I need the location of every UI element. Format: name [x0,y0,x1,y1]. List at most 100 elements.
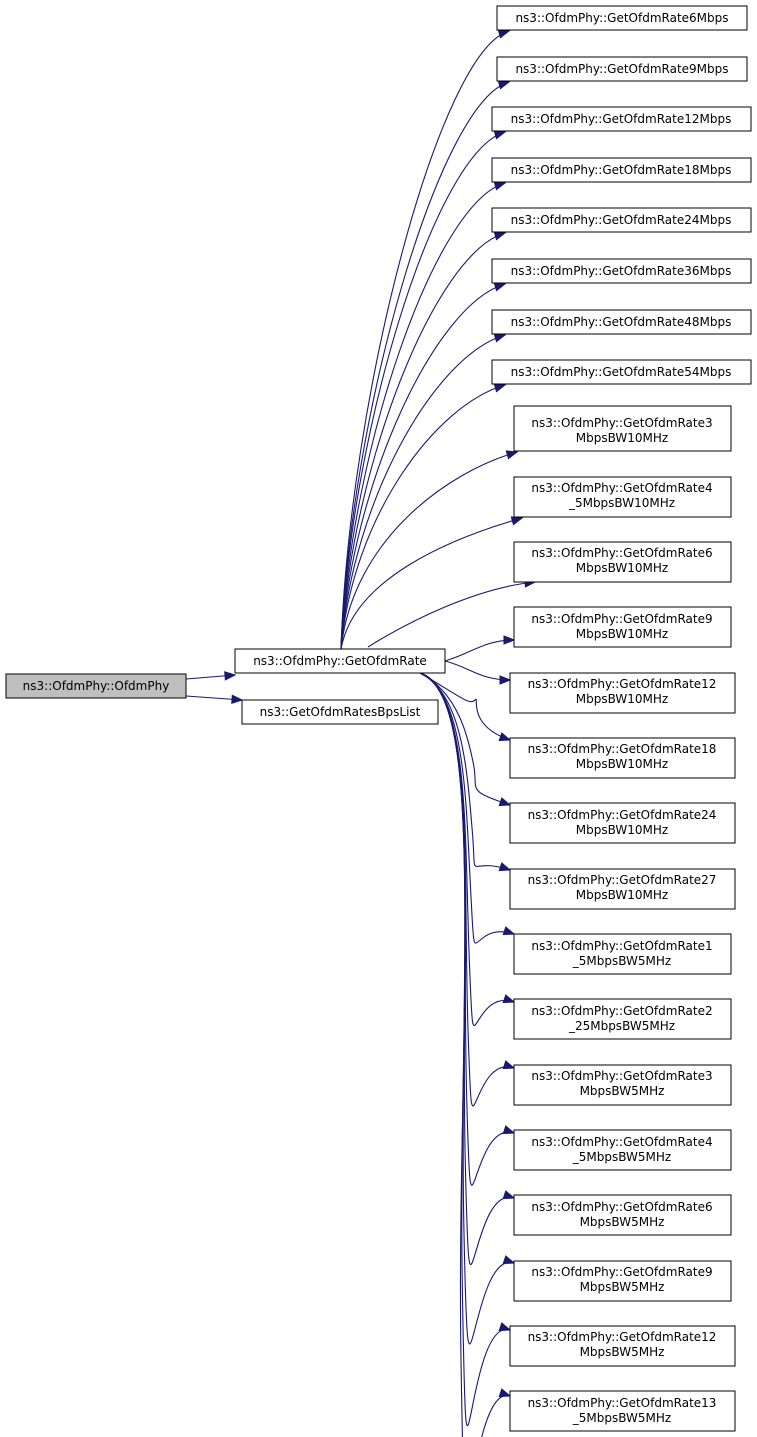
node-r2_25bw5[interactable]: ns3::OfdmPhy::GetOfdmRate2 _25MbpsBW5MHz [513,998,732,1040]
node-label: ns3::OfdmPhy::GetOfdmRate54Mbps [511,365,732,379]
node-label-line2: _5MbpsBW5MHz [572,1411,671,1425]
node-r3bw10[interactable]: ns3::OfdmPhy::GetOfdmRate3 MbpsBW10MHz [513,405,732,452]
node-r3bw5[interactable]: ns3::OfdmPhy::GetOfdmRate3 MbpsBW5MHz [513,1064,732,1106]
node-r1_5bw5[interactable]: ns3::OfdmPhy::GetOfdmRate1 _5MbpsBW5MHz [513,933,732,975]
node-r24bw10[interactable]: ns3::OfdmPhy::GetOfdmRate24 MbpsBW10MHz [509,802,736,844]
edge-getofdmrate-to-r6bw5-arrowhead [502,1190,516,1200]
edge-getofdmrate-to-r3bw10-arrowhead [505,450,519,460]
node-r6[interactable]: ns3::OfdmPhy::GetOfdmRate6Mbps [496,5,748,31]
node-label-line2: _5MbpsBW10MHz [568,496,675,510]
node-getofdmratesbpslist[interactable]: ns3::GetOfdmRatesBpsList [241,699,439,725]
edge-getofdmrate-to-r12bw5-arrowhead [498,1322,512,1332]
node-r12[interactable]: ns3::OfdmPhy::GetOfdmRate12Mbps [491,106,752,132]
node-ofdmphy[interactable]: ns3::OfdmPhy::OfdmPhy [5,673,187,699]
node-label-line2: MbpsBW10MHz [576,757,668,771]
node-label-line2: MbpsBW10MHz [576,627,668,641]
node-label-line2: MbpsBW5MHz [580,1345,665,1359]
edge-getofdmrate-to-r12-arrowhead [493,130,507,140]
edge-getofdmrate-to-r24bw10-arrowhead [498,797,512,807]
node-label-line1: ns3::OfdmPhy::GetOfdmRate9 [531,612,712,626]
edge-getofdmrate-to-r24bw10 [419,672,511,806]
node-label-line2: MbpsBW10MHz [576,692,668,706]
node-r48[interactable]: ns3::OfdmPhy::GetOfdmRate48Mbps [491,309,752,335]
edge-getofdmrate-to-r9 [340,81,510,650]
node-label-line1: ns3::OfdmPhy::GetOfdmRate13 [528,1396,717,1410]
node-label: ns3::OfdmPhy::GetOfdmRate36Mbps [511,264,732,278]
edge-getofdmrate-to-r2_25bw5-arrowhead [502,994,516,1004]
node-label-line1: ns3::OfdmPhy::GetOfdmRate6 [531,546,712,560]
node-r12bw10[interactable]: ns3::OfdmPhy::GetOfdmRate12 MbpsBW10MHz [509,672,736,714]
edge-getofdmrate-to-r36 [340,283,506,650]
node-r6bw10[interactable]: ns3::OfdmPhy::GetOfdmRate6 MbpsBW10MHz [513,541,732,583]
edge-getofdmrate-to-r4_5bw5 [419,672,515,1186]
edge-getofdmrate-to-r3bw10 [340,451,518,650]
edge-getofdmrate-to-r4_5bw5-arrowhead [502,1125,516,1135]
node-r18bw10[interactable]: ns3::OfdmPhy::GetOfdmRate18 MbpsBW10MHz [509,737,736,779]
node-label-line1: ns3::OfdmPhy::GetOfdmRate12 [528,1330,717,1344]
node-r4_5bw5[interactable]: ns3::OfdmPhy::GetOfdmRate4 _5MbpsBW5MHz [513,1129,732,1171]
node-label-line1: ns3::OfdmPhy::GetOfdmRate3 [531,1069,712,1083]
node-label: ns3::OfdmPhy::GetOfdmRate6Mbps [515,11,728,25]
edge-getofdmrate-to-r36-arrowhead [493,282,507,292]
node-label-line1: ns3::OfdmPhy::GetOfdmRate27 [528,873,717,887]
node-label-line1: ns3::OfdmPhy::GetOfdmRate6 [531,1200,712,1214]
edge-getofdmrate-to-r27bw10-arrowhead [498,862,512,872]
edge-ofdmphy-to-getofdmrate-arrowhead [224,671,237,681]
node-label: ns3::GetOfdmRatesBpsList [260,705,421,719]
edge-getofdmrate-to-r9bw10-arrowhead [503,635,516,645]
node-r24[interactable]: ns3::OfdmPhy::GetOfdmRate24Mbps [491,207,752,233]
node-label-line1: ns3::OfdmPhy::GetOfdmRate4 [531,1135,712,1149]
node-r9[interactable]: ns3::OfdmPhy::GetOfdmRate9Mbps [496,56,748,82]
edge-getofdmrate-to-r1_5bw5 [419,672,515,944]
node-label: ns3::OfdmPhy::GetOfdmRate18Mbps [511,163,732,177]
edge-getofdmrate-to-r13_5bw5 [419,672,511,1437]
node-label-line1: ns3::OfdmPhy::GetOfdmRate12 [528,677,717,691]
edge-getofdmrate-to-r48 [340,334,506,650]
node-r54[interactable]: ns3::OfdmPhy::GetOfdmRate54Mbps [491,359,752,385]
node-label: ns3::OfdmPhy::GetOfdmRate48Mbps [511,315,732,329]
node-r18[interactable]: ns3::OfdmPhy::GetOfdmRate18Mbps [491,157,752,183]
edge-getofdmrate-to-r9-arrowhead [497,80,511,90]
node-r36[interactable]: ns3::OfdmPhy::GetOfdmRate36Mbps [491,258,752,284]
edge-getofdmrate-to-r54 [340,384,506,650]
node-r6bw5[interactable]: ns3::OfdmPhy::GetOfdmRate6 MbpsBW5MHz [513,1194,732,1236]
edge-getofdmrate-to-r12bw10-arrowhead [499,675,512,685]
node-label-line2: MbpsBW10MHz [576,888,668,902]
node-r12bw5[interactable]: ns3::OfdmPhy::GetOfdmRate12 MbpsBW5MHz [509,1325,736,1367]
edge-getofdmrate-to-r6-arrowhead [497,29,511,39]
node-label-line1: ns3::OfdmPhy::GetOfdmRate18 [528,742,717,756]
node-r9bw5[interactable]: ns3::OfdmPhy::GetOfdmRate9 MbpsBW5MHz [513,1260,732,1302]
node-label-line2: _25MbpsBW5MHz [568,1019,675,1033]
edge-getofdmrate-to-r6bw10 [367,581,536,648]
node-r9bw10[interactable]: ns3::OfdmPhy::GetOfdmRate9 MbpsBW10MHz [513,606,732,648]
edge-getofdmrate-to-r12 [340,131,506,650]
edge-getofdmrate-to-r18bw10-arrowhead [498,732,512,742]
node-label-line2: MbpsBW5MHz [580,1084,665,1098]
node-r27bw10[interactable]: ns3::OfdmPhy::GetOfdmRate27 MbpsBW10MHz [509,868,736,910]
node-label-line1: ns3::OfdmPhy::GetOfdmRate4 [531,481,712,495]
edge-getofdmrate-to-r9bw5-arrowhead [502,1255,516,1265]
node-label: ns3::OfdmPhy::GetOfdmRate [253,654,427,668]
edge-getofdmrate-to-r18 [340,182,506,650]
edge-getofdmrate-to-r18bw10 [419,672,511,741]
edge-getofdmrate-to-r54-arrowhead [493,383,507,393]
node-label-line2: MbpsBW10MHz [576,561,668,575]
edges-layer [185,29,537,1437]
edge-getofdmrate-to-r27bw10 [419,672,511,871]
node-label-line2: _5MbpsBW5MHz [572,954,671,968]
node-label-line2: MbpsBW10MHz [576,823,668,837]
node-label-line1: ns3::OfdmPhy::GetOfdmRate1 [531,939,712,953]
node-getofdmrate[interactable]: ns3::OfdmPhy::GetOfdmRate [234,648,446,674]
node-label-line2: MbpsBW5MHz [580,1215,665,1229]
node-r13_5bw5[interactable]: ns3::OfdmPhy::GetOfdmRate13 _5MbpsBW5MHz [509,1390,736,1432]
node-label-line2: MbpsBW10MHz [576,431,668,445]
node-label-line2: _5MbpsBW5MHz [572,1150,671,1164]
node-r4_5bw10[interactable]: ns3::OfdmPhy::GetOfdmRate4 _5MbpsBW10MHz [513,476,732,518]
node-label-line1: ns3::OfdmPhy::GetOfdmRate3 [531,416,712,430]
node-label: ns3::OfdmPhy::OfdmPhy [23,679,170,693]
node-label-line2: MbpsBW5MHz [580,1280,665,1294]
edge-getofdmrate-to-r12bw5 [419,672,511,1427]
edge-getofdmrate-to-r13_5bw5-arrowhead [498,1388,512,1398]
node-label-line1: ns3::OfdmPhy::GetOfdmRate9 [531,1265,712,1279]
